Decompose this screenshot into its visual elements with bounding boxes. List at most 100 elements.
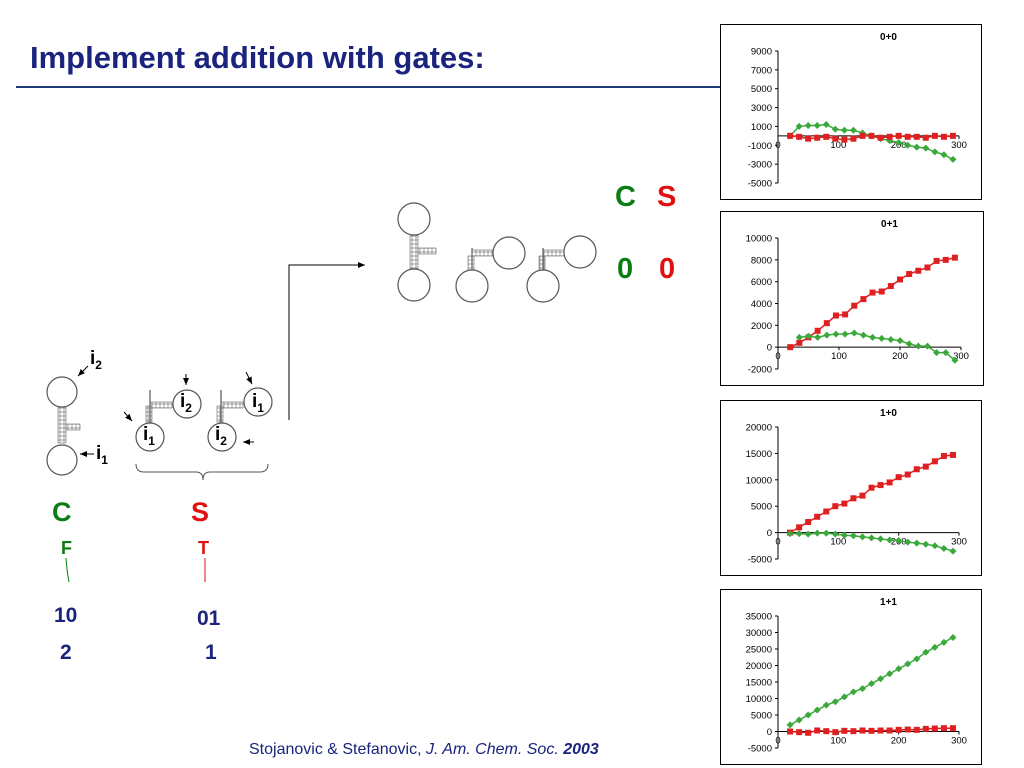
data-point [940,638,948,646]
output-c-gate: F [61,538,72,558]
data-point [850,728,857,735]
data-point [931,542,939,550]
data-point [840,126,848,134]
data-point [931,725,938,732]
gate-c-molecule [46,365,94,476]
data-point [813,706,821,714]
data-point [786,721,794,729]
data-point [949,132,956,139]
data-point [805,729,812,736]
data-point [913,466,920,473]
x-tick-label: 100 [830,736,846,747]
data-point [922,540,930,548]
data-point [904,141,912,149]
citation-authors: Stojanovic & Stefanovic, [249,741,426,758]
data-point [897,276,903,283]
data-point [796,524,803,531]
data-point [924,264,931,271]
data-point [787,728,794,735]
data-point [933,349,941,357]
data-point [859,331,867,339]
data-point [787,344,794,351]
data-point [868,727,875,734]
data-point [822,701,830,709]
data-point [886,133,893,140]
data-point [904,133,911,140]
y-tick-label: 2000 [751,321,772,332]
x-tick-label: 300 [951,736,967,747]
data-point [913,143,921,151]
x-tick-label: 100 [830,140,846,151]
data-point [805,332,812,340]
y-tick-label: 8000 [751,255,772,266]
data-point [895,132,902,139]
y-tick-label: 9000 [751,47,772,58]
y-tick-label: 10000 [746,475,772,486]
data-point [877,482,884,489]
data-point [823,331,831,339]
data-point [858,533,866,541]
citation-journal: J. Am. Chem. Soc. [425,741,559,758]
data-point [842,311,849,318]
y-tick-label: 20000 [746,423,772,434]
data-point [823,728,830,735]
data-point [931,458,938,465]
data-point [931,132,938,139]
y-tick-label: 15000 [746,678,772,689]
data-point [841,500,848,507]
data-point [904,660,912,668]
data-point [895,726,902,733]
data-point [886,536,894,544]
data-point [814,727,821,734]
chart-title: 1+0 [880,408,897,419]
y-tick-label: 15000 [746,449,772,460]
x-tick-label: 300 [951,140,967,151]
data-point [940,151,948,159]
green-series-line [799,332,956,361]
data-point [868,680,876,688]
data-point [831,125,839,133]
data-point [823,133,830,140]
y-tick-label: 0 [767,343,772,354]
data-point [869,333,877,341]
x-tick-label: 0 [775,736,780,747]
result-s-value: 0 [659,253,676,285]
data-point [895,474,902,481]
y-tick-label: 4000 [751,299,772,310]
data-point [822,121,830,129]
x-tick-label: 0 [775,537,780,548]
x-tick-label: 200 [891,736,907,747]
data-point [849,126,857,134]
data-point [804,530,812,538]
y-tick-label: -5000 [748,179,772,190]
data-point [940,725,947,732]
data-point [931,643,939,651]
data-point [804,121,812,129]
data-point [931,148,939,156]
data-point [850,495,857,502]
data-point [933,257,940,264]
data-point [823,320,830,327]
data-point [949,725,956,732]
result-s-header: S [657,181,677,213]
output-s-binary: 01 [197,607,221,630]
data-point [940,453,947,460]
chart-title: 0+1 [881,219,898,230]
data-point [868,534,876,542]
gate-s-molecule-1 [123,374,202,452]
data-point [913,726,920,733]
data-point [859,492,866,499]
data-point [942,349,950,357]
y-tick-label: 5000 [751,84,772,95]
data-point [877,675,885,683]
connector-arrow [288,262,365,420]
data-point [805,135,812,142]
y-tick-label: 0 [767,727,772,738]
data-point [922,134,929,141]
data-point [840,693,848,701]
y-tick-label: 35000 [746,612,772,623]
data-point [796,339,803,346]
data-point [832,135,839,142]
